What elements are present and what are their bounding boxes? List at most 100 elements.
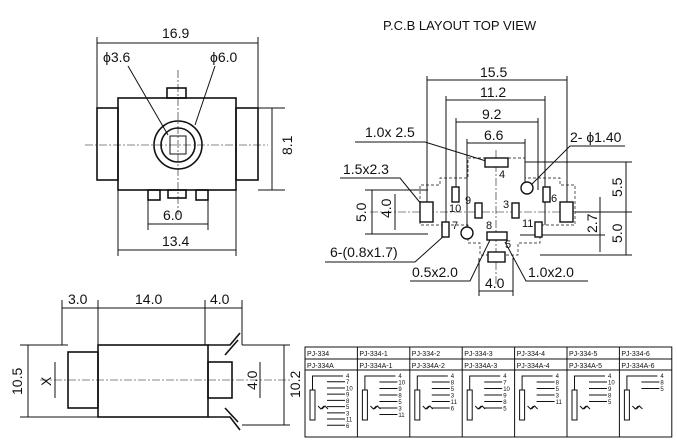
schematic-pin-label: 4 (346, 374, 350, 380)
dim-x: X (38, 376, 54, 386)
dim-5-5: 5.5 (609, 177, 625, 197)
model-table: PJ-334PJ-334A47109853116PJ-334-1PJ-334A-… (304, 346, 673, 438)
schematic-pin-label: 8 (451, 381, 455, 387)
schematic-pin-label: 3 (451, 394, 455, 400)
pcb-layout: 15.5 11.2 9.2 6.6 1.0x 2.5 2- ϕ1.40 1.5x… (325, 64, 632, 296)
jack-sleeve-symbol (361, 389, 368, 421)
dim-11-2: 11.2 (480, 84, 506, 100)
dim-4-0-top: 4.0 (210, 291, 230, 307)
schematic-pin-label: 5 (398, 400, 402, 406)
schematic-pin-label: 3 (346, 411, 350, 417)
schematic-pin-label: 9 (503, 394, 507, 400)
label-pad-1-5x2-3: 1.5x2.3 (343, 161, 389, 177)
schematic-pin-label: 8 (503, 400, 507, 406)
schematic-pin-label: 6 (451, 407, 455, 413)
pad-9 (474, 202, 483, 219)
model-name: PJ-334-2 (412, 351, 441, 358)
schematic-pin-label: 6 (346, 424, 350, 430)
pin-label-4: 4 (499, 169, 505, 181)
switch-contact-icon (579, 405, 591, 410)
model-name-a: PJ-334A-1 (359, 363, 392, 370)
schematic-pin-label: 8 (398, 394, 402, 400)
schematic-pin-label: 5 (346, 405, 350, 411)
pad-left (419, 201, 434, 223)
dim-height: 8.1 (279, 135, 295, 155)
jack-sleeve-symbol (309, 389, 316, 421)
jack-sleeve-symbol (623, 389, 630, 421)
schematic-pin-label: 5 (556, 387, 560, 393)
model-name-a: PJ-334A-6 (621, 363, 654, 370)
model-name-a: PJ-334A-5 (569, 363, 602, 370)
mount-hole-1 (520, 181, 534, 195)
switch-contact-icon (632, 405, 643, 410)
schematic-pin-label: 4 (608, 374, 612, 380)
pad-5 (487, 251, 506, 263)
pin-label-7: 7 (452, 220, 458, 232)
model-name-a: PJ-334A-3 (464, 363, 497, 370)
model-name: PJ-334-6 (621, 351, 650, 358)
label-pad-1-0x2-0: 1.0x2.0 (528, 264, 574, 280)
jack-sleeve-symbol (571, 389, 578, 421)
dim-pin-spacing: 6.0 (163, 207, 183, 223)
schematic-pin-label: 8 (556, 381, 560, 387)
page-title: P.C.B LAYOUT TOP VIEW (383, 18, 537, 33)
model-name: PJ-334-4 (517, 351, 546, 358)
front-view: 16.9 ϕ3.6 ϕ6.0 8.1 6.0 13.4 (85, 25, 295, 256)
switch-contact-icon (474, 405, 486, 410)
schematic-pin-label: 10 (503, 387, 510, 393)
pin-label-10: 10 (449, 203, 461, 215)
schematic-pin-label: 10 (346, 386, 353, 392)
schematic-pin-label: 5 (660, 387, 664, 393)
pin-label-11: 11 (522, 218, 533, 230)
dim-5-0-right: 5.0 (609, 223, 625, 243)
pad-right (559, 201, 574, 223)
schematic-pin-label: 4 (503, 374, 507, 380)
dim-6-6: 6.6 (484, 127, 504, 143)
model-name-a: PJ-334A (307, 363, 334, 370)
schematic-pin-label: 10 (398, 381, 405, 387)
jack-sleeve-symbol (414, 389, 421, 421)
mount-hole-2 (460, 226, 474, 240)
label-holes: 2- ϕ1.40 (570, 129, 622, 145)
dim-4-0-bottom: 4.0 (485, 275, 505, 291)
side-view: 3.0 14.0 4.0 10.5 X 4.0 10.2 (9, 291, 303, 431)
label-pad-0-5x2-0: 0.5x2.0 (412, 264, 458, 280)
pad-10 (451, 186, 460, 203)
schematic-pin-label: 11 (451, 400, 458, 406)
switch-contact-icon (370, 405, 381, 410)
model-name-a: PJ-334A-4 (517, 363, 550, 370)
dim-3-0: 3.0 (68, 291, 88, 307)
dim-2-7: 2.7 (584, 213, 600, 233)
pad-4 (484, 157, 509, 168)
model-name: PJ-334-5 (569, 351, 598, 358)
schematic-pin-label: 4 (398, 374, 402, 380)
pad-8 (486, 231, 508, 241)
dim-15-5: 15.5 (480, 64, 507, 80)
jack-sleeve-symbol (466, 389, 473, 421)
schematic-pin-label: 9 (346, 393, 350, 399)
schematic-pin-label: 5 (608, 400, 612, 406)
schematic-pin-label: 7 (346, 380, 350, 386)
label-pads-0-8x1-7: 6-(0.8x1.7) (330, 244, 398, 260)
model-name-a: PJ-334A-2 (412, 363, 445, 370)
schematic-pin-label: 4 (556, 374, 560, 380)
pin-label-9: 9 (465, 195, 471, 207)
schematic-pin-label: 4 (451, 374, 455, 380)
schematic-pin-label: 11 (556, 400, 563, 406)
schematic-pin-label: 11 (346, 418, 353, 424)
jack-body (117, 97, 237, 191)
schematic-pin-label: 3 (556, 394, 560, 400)
dim-10-2: 10.2 (287, 371, 303, 398)
dim-hole-6-0: ϕ6.0 (210, 49, 238, 65)
pad-6 (542, 186, 551, 203)
dim-width: 16.9 (162, 25, 189, 41)
dim-4-0-side: 4.0 (244, 370, 260, 390)
dim-hole-3-6: ϕ3.6 (103, 49, 131, 65)
